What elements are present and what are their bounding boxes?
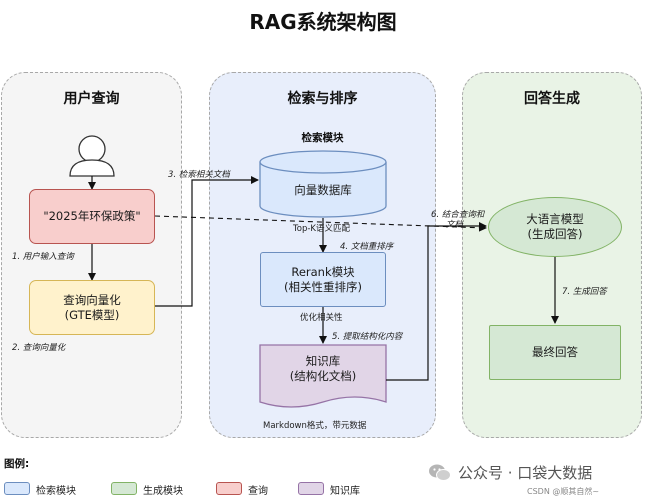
rerank-label: Rerank模块: [291, 264, 355, 279]
legend-label-query: 查询: [248, 486, 268, 497]
final-answer-label: 最终回答: [532, 345, 578, 359]
llm-sublabel: (生成回答): [527, 227, 583, 241]
knowledge-base-shape: [259, 344, 387, 408]
legend-label-generation: 生成模块: [143, 486, 183, 497]
markdown-annotation: Markdown格式，带元数据: [263, 421, 367, 431]
final-answer-node: 最终回答: [489, 325, 621, 380]
legend-swatch-generation: [111, 482, 137, 495]
wechat-icon: [429, 464, 451, 481]
diagram-title: RAG系统架构图: [249, 10, 397, 34]
rerank-node: Rerank模块 (相关性重排序): [260, 252, 386, 307]
step-6-label-line2: 文档: [446, 220, 464, 230]
step-2-label: 2. 查询向量化: [12, 343, 66, 353]
topk-annotation: Top-K语义匹配: [293, 224, 350, 234]
connector-kb-to-llm: [386, 222, 487, 381]
query-vectorize-model: (GTE模型): [64, 307, 120, 322]
footer-brand: 公众号 · 口袋大数据: [458, 464, 593, 482]
panel-title-retrieval-ranking: 检索与排序: [287, 91, 358, 107]
query-vectorize-label: 查询向量化: [63, 292, 121, 307]
llm-label: 大语言模型: [526, 212, 584, 226]
legend-label-retrieval: 检索模块: [36, 486, 76, 497]
panel-title-answer-generation: 回答生成: [524, 91, 580, 107]
vector-db-cylinder: [259, 150, 387, 218]
legend-label-knowledge-base: 知识库: [330, 486, 360, 497]
retrieval-module-caption: 检索模块: [301, 132, 344, 144]
step-6-label-line1: 6. 结合查询和: [431, 210, 485, 220]
vector-db-node: 向量数据库: [260, 176, 386, 204]
panel-title-user-query: 用户查询: [63, 91, 120, 107]
footer-watermark: CSDN @顺其自然~: [527, 487, 600, 496]
query-text-node: "2025年环保政策": [29, 189, 155, 244]
user-icon: [69, 135, 115, 177]
legend-title: 图例:: [4, 458, 30, 470]
optimize-annotation: 优化相关性: [300, 313, 343, 323]
query-vectorize-node: 查询向量化 (GTE模型): [29, 280, 155, 335]
step-7-label: 7. 生成回答: [562, 287, 607, 297]
step-4-label: 4. 文档重排序: [340, 242, 394, 252]
knowledge-base-sublabel: (结构化文档): [289, 369, 357, 383]
legend-swatch-query: [216, 482, 242, 495]
llm-node: 大语言模型 (生成回答): [488, 197, 622, 257]
step-5-label: 5. 提取结构化内容: [332, 332, 403, 342]
vector-db-label: 向量数据库: [294, 182, 352, 197]
knowledge-base-label: 知识库: [305, 354, 341, 368]
rerank-sublabel: (相关性重排序): [284, 279, 362, 294]
connector-query-to-llm-dashed: [154, 215, 487, 232]
step-1-label: 1. 用户输入查询: [12, 252, 74, 262]
connector-vector-to-db: [155, 176, 259, 307]
knowledge-base-node: 知识库 (结构化文档): [260, 352, 386, 386]
query-text-label: "2025年环保政策": [43, 209, 141, 223]
legend-swatch-knowledge-base: [298, 482, 324, 495]
legend-swatch-retrieval: [4, 482, 30, 495]
step-3-label: 3. 检索相关文档: [168, 170, 230, 180]
